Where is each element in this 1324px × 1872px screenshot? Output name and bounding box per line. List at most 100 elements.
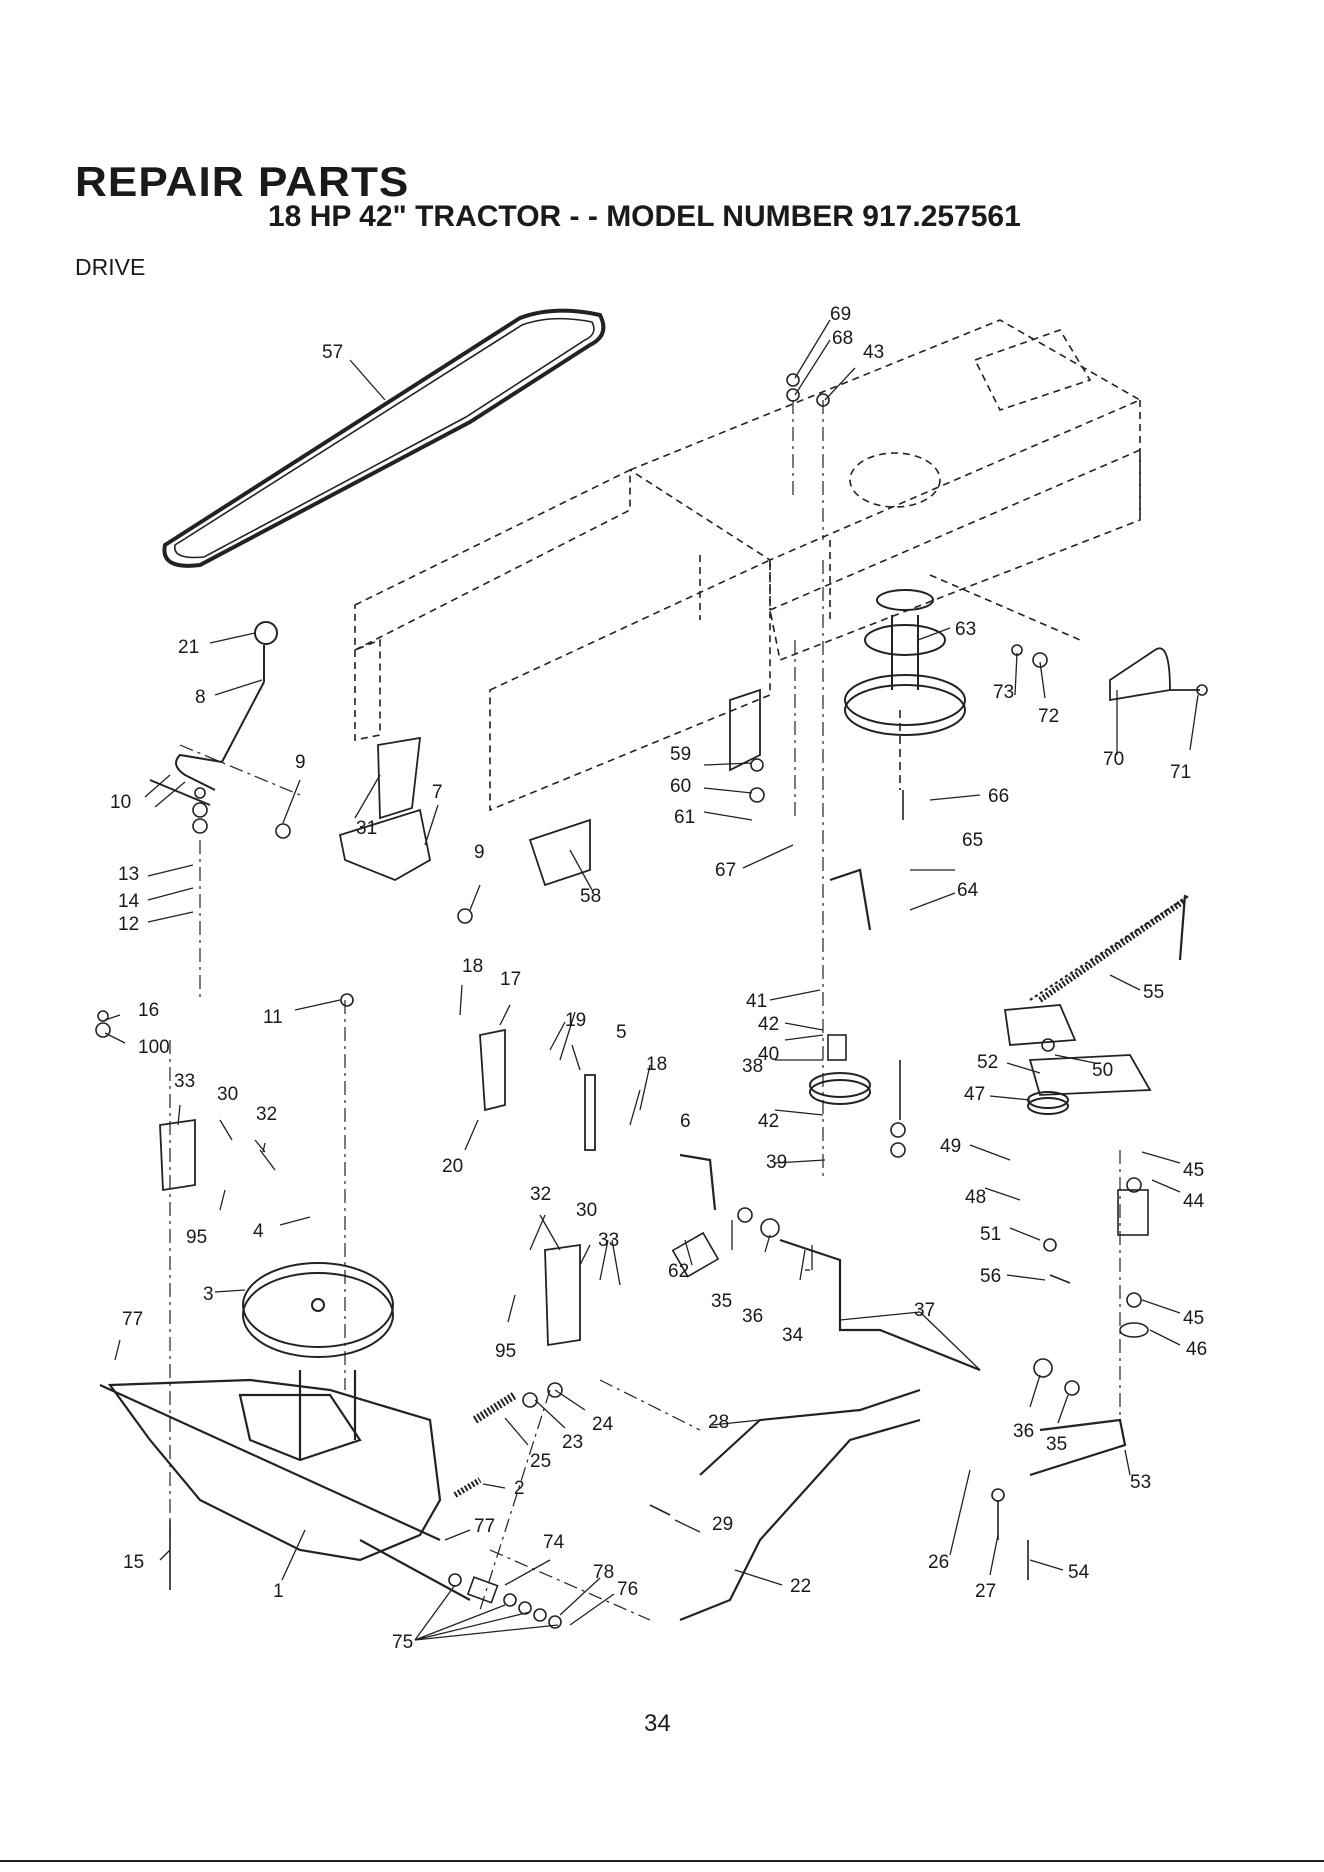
callout-3: 3: [203, 1284, 214, 1305]
callout-72: 72: [1038, 706, 1059, 727]
callout-33b: 33: [598, 1230, 619, 1251]
callout-40: 40: [758, 1044, 779, 1065]
callout-9a: 9: [295, 752, 306, 773]
callout-18a: 18: [462, 956, 483, 977]
callout-1: 1: [273, 1581, 284, 1602]
callout-32b: 32: [530, 1184, 551, 1205]
callout-27: 27: [975, 1581, 996, 1602]
callout-42b: 42: [758, 1111, 779, 1132]
page-title: REPAIR PARTS: [75, 158, 410, 205]
callout-55: 55: [1143, 982, 1164, 1003]
callout-7: 7: [432, 782, 443, 803]
callout-58: 58: [580, 886, 601, 907]
callout-37: 37: [914, 1300, 935, 1321]
callout-14: 14: [118, 891, 140, 912]
callout-36b: 36: [1013, 1421, 1034, 1442]
callout-78: 78: [593, 1562, 614, 1583]
callout-36a: 36: [742, 1306, 763, 1327]
callout-35b: 35: [1046, 1434, 1067, 1455]
centerlines: [169, 400, 1121, 1621]
callout-54: 54: [1068, 1562, 1090, 1583]
callout-45b: 45: [1183, 1308, 1204, 1329]
callout-30a: 30: [217, 1084, 238, 1105]
linkages: [679, 868, 1191, 1622]
callout-56: 56: [980, 1266, 1001, 1287]
callout-labels: 57 69 68 43 63 73 72 70 71 21 8 9 31 7 9…: [110, 304, 1207, 1653]
callout-60: 60: [670, 776, 691, 797]
callout-52: 52: [977, 1052, 998, 1073]
transaxle: [99, 1370, 471, 1601]
springs: [453, 897, 1187, 1498]
callout-64: 64: [957, 880, 979, 901]
callout-19: 19: [565, 1010, 586, 1031]
callout-12: 12: [118, 914, 139, 935]
callout-11: 11: [263, 1007, 283, 1028]
callout-42a: 42: [758, 1014, 779, 1035]
callout-71: 71: [1170, 762, 1191, 783]
callout-100: 100: [138, 1037, 170, 1058]
callout-66: 66: [988, 786, 1009, 807]
callout-67: 67: [715, 860, 736, 881]
callout-70: 70: [1103, 749, 1124, 770]
callout-61: 61: [674, 807, 695, 828]
callout-23: 23: [562, 1432, 583, 1453]
callout-41: 41: [746, 991, 767, 1012]
callout-6: 6: [680, 1111, 691, 1132]
callout-77a: 77: [122, 1309, 143, 1330]
callout-32a: 32: [256, 1104, 277, 1125]
callout-24: 24: [592, 1414, 614, 1435]
callout-30b: 30: [576, 1200, 597, 1221]
section-heading: DRIVE: [75, 254, 146, 280]
callout-50: 50: [1092, 1060, 1113, 1081]
callout-10: 10: [110, 792, 131, 813]
callout-4: 4: [253, 1221, 264, 1242]
callout-77b: 77: [474, 1516, 495, 1537]
callout-13: 13: [118, 864, 139, 885]
callout-49: 49: [940, 1136, 961, 1157]
callout-34: 34: [782, 1325, 804, 1346]
callout-33a: 33: [174, 1071, 195, 1092]
brackets: [159, 647, 1200, 1347]
page-number: 34: [644, 1710, 671, 1737]
callout-20: 20: [442, 1156, 463, 1177]
callout-8: 8: [195, 687, 206, 708]
callout-74: 74: [543, 1532, 565, 1553]
callout-16: 16: [138, 1000, 159, 1021]
callout-31: 31: [356, 818, 377, 839]
callout-35a: 35: [711, 1291, 732, 1312]
callout-2: 2: [514, 1478, 525, 1499]
callout-38: 38: [742, 1056, 763, 1077]
leader-lines: [104, 319, 1199, 1641]
callout-75: 75: [392, 1632, 413, 1653]
callout-51: 51: [980, 1224, 1001, 1245]
callout-25: 25: [530, 1451, 551, 1472]
drive-belt: [162, 308, 606, 568]
callout-28: 28: [708, 1412, 729, 1433]
callout-95b: 95: [495, 1341, 516, 1362]
callout-48: 48: [965, 1187, 986, 1208]
callout-26: 26: [928, 1552, 949, 1573]
callout-45a: 45: [1183, 1160, 1204, 1181]
callout-62: 62: [668, 1261, 689, 1282]
callout-63: 63: [955, 619, 976, 640]
callout-39: 39: [766, 1152, 787, 1173]
callout-18b: 18: [646, 1054, 667, 1075]
callout-73: 73: [993, 682, 1014, 703]
callout-65: 65: [962, 830, 983, 851]
callout-47: 47: [964, 1084, 985, 1105]
callout-17: 17: [500, 969, 521, 990]
callout-59: 59: [670, 744, 691, 765]
callout-5: 5: [616, 1022, 627, 1043]
callout-46: 46: [1186, 1339, 1207, 1360]
callout-29: 29: [712, 1514, 733, 1535]
callout-57: 57: [322, 342, 343, 363]
callout-9b: 9: [474, 842, 485, 863]
callout-22: 22: [790, 1576, 811, 1597]
page-subtitle: 18 HP 42" TRACTOR - - MODEL NUMBER 917.2…: [268, 200, 1021, 233]
callout-76: 76: [617, 1579, 638, 1600]
tractor-frame: [354, 319, 1142, 812]
callout-43: 43: [863, 342, 884, 363]
callout-15: 15: [123, 1552, 144, 1573]
callout-53: 53: [1130, 1472, 1151, 1493]
